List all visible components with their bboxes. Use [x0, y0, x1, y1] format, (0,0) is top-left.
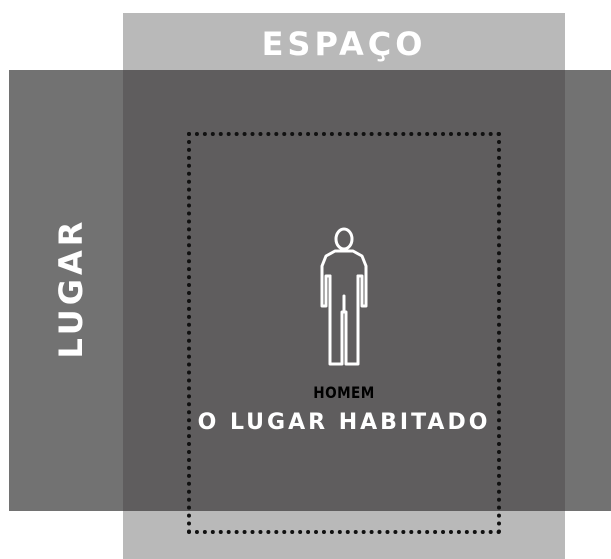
espaco-label: ESPAÇO [261, 25, 427, 63]
lugar-label: LUGAR [52, 217, 90, 359]
homem-label: HOMEM [313, 383, 375, 402]
habitado-dotted-boundary [187, 132, 501, 534]
person-icon [320, 227, 368, 366]
overlap-region [123, 70, 565, 511]
lugar-habitado-label: O LUGAR HABITADO [197, 410, 491, 435]
